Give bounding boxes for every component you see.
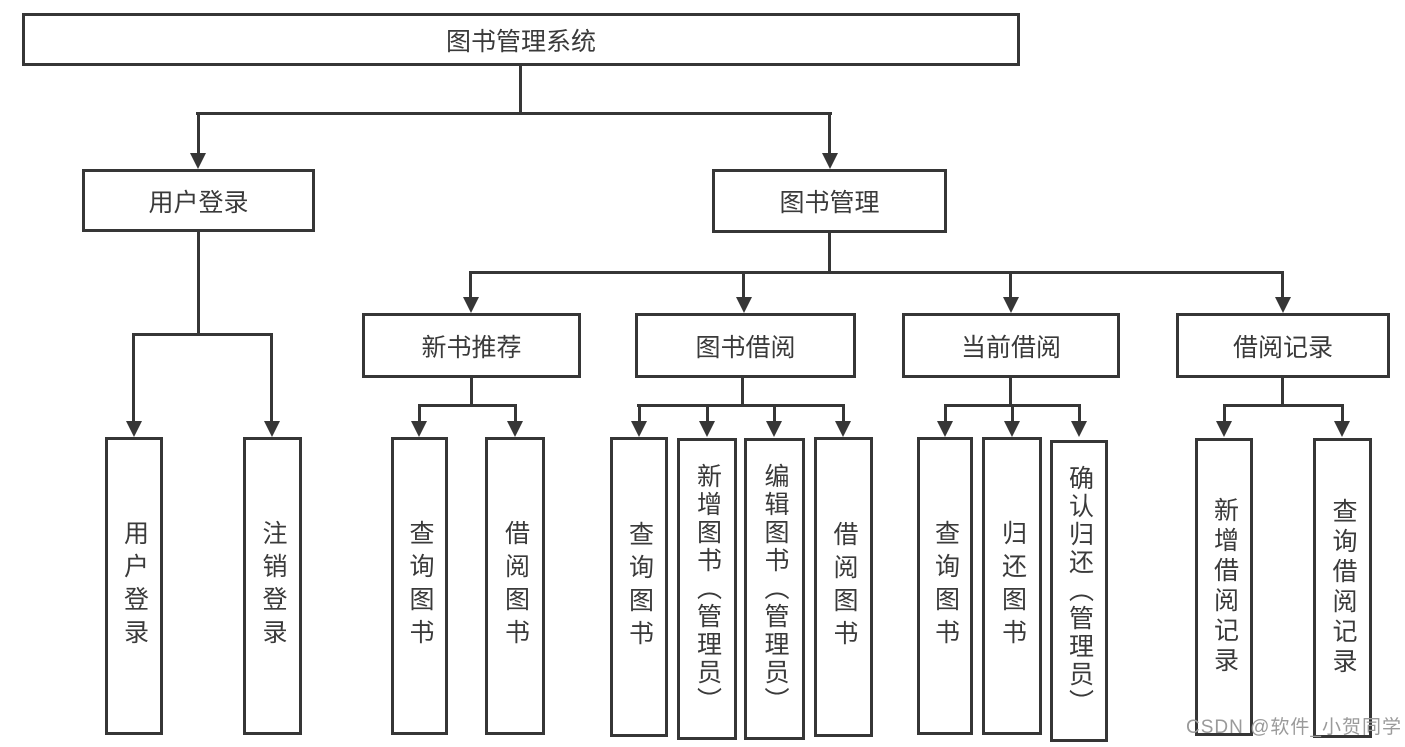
connector-stub: [773, 404, 776, 423]
leaf-return-books: 归还图书: [982, 437, 1042, 735]
node-label: 图书管理: [779, 189, 880, 217]
connector-to-leaf-logout: [270, 333, 273, 422]
node-new-book-recommend: 新书推荐: [362, 313, 581, 378]
connector-stub: [1078, 404, 1081, 423]
node-label: 新书推荐: [421, 333, 522, 362]
connector-level2-horizontal: [196, 112, 832, 115]
leaf-label: 新增图书（管理员）: [693, 463, 722, 715]
connector-to-leaf-user-login: [132, 333, 135, 422]
leaf-label: 查询图书: [625, 521, 654, 653]
leaf-query-books-recommend: 查询图书: [391, 437, 448, 735]
connector-to-user-login: [197, 112, 200, 155]
arrow-down-icon: [631, 421, 647, 437]
leaf-user-login: 用户登录: [105, 437, 163, 735]
connector-stub: [1341, 404, 1344, 423]
node-label: 用户登录: [148, 188, 249, 217]
leaf-borrow-books-recommend: 借阅图书: [485, 437, 545, 735]
leaf-query-books-borrow: 查询图书: [610, 437, 668, 737]
arrow-down-icon: [822, 153, 838, 169]
leaf-label: 注销登录: [259, 520, 287, 652]
arrow-down-icon: [1334, 421, 1350, 437]
leaf-edit-books-admin: 编辑图书（管理员）: [744, 438, 805, 740]
arrow-down-icon: [699, 421, 715, 437]
connector-to-current-borrow: [1009, 271, 1012, 299]
connector-to-new-book: [469, 271, 472, 299]
arrow-down-icon: [1216, 421, 1232, 437]
leaf-add-borrow-record: 新增借阅记录: [1195, 438, 1253, 736]
arrow-down-icon: [1003, 297, 1019, 313]
leaf-label: 借阅图书: [501, 520, 530, 652]
node-book-borrow: 图书借阅: [635, 313, 856, 378]
arrow-down-icon: [507, 421, 523, 437]
arrow-down-icon: [736, 297, 752, 313]
node-borrow-records: 借阅记录: [1176, 313, 1390, 378]
connector-current-borrow-down: [1009, 378, 1012, 407]
connector-user-login-horizontal: [133, 333, 273, 336]
leaf-query-books-current: 查询图书: [917, 437, 973, 735]
connector-to-book-management: [828, 112, 831, 155]
connector-borrow-records-down: [1281, 378, 1284, 407]
leaf-borrow-books: 借阅图书: [814, 437, 873, 737]
node-user-login: 用户登录: [82, 169, 315, 232]
connector-stub: [706, 404, 709, 423]
connector-to-book-borrow: [742, 271, 745, 299]
connector-to-borrow-records: [1281, 271, 1284, 299]
leaf-label: 借阅图书: [830, 521, 858, 653]
connector-new-book-horizontal: [418, 404, 517, 407]
leaf-label: 查询图书: [406, 520, 434, 652]
node-library-management-system: 图书管理系统: [22, 13, 1020, 66]
connector-root-down: [519, 66, 522, 114]
leaf-add-books-admin: 新增图书（管理员）: [677, 438, 737, 740]
connector-book-borrow-down: [741, 378, 744, 407]
leaf-confirm-return-admin: 确认归还（管理员）: [1050, 440, 1108, 742]
arrow-down-icon: [835, 421, 851, 437]
leaf-label: 编辑图书（管理员）: [761, 463, 789, 715]
leaf-label: 查询图书: [931, 520, 960, 652]
connector-stub: [1223, 404, 1226, 423]
node-label: 图书管理系统: [445, 27, 596, 56]
leaf-logout-login: 注销登录: [243, 437, 302, 735]
node-label: 图书借阅: [695, 333, 796, 362]
arrow-down-icon: [1275, 297, 1291, 313]
arrow-down-icon: [1071, 421, 1087, 437]
leaf-label: 新增借阅记录: [1210, 497, 1239, 677]
arrow-down-icon: [411, 421, 427, 437]
connector-stub: [944, 404, 947, 423]
node-label: 当前借阅: [960, 333, 1061, 362]
arrow-down-icon: [937, 421, 953, 437]
connector-book-management-down: [828, 233, 831, 274]
leaf-label: 用户登录: [120, 520, 149, 652]
arrow-down-icon: [463, 297, 479, 313]
node-current-borrow: 当前借阅: [902, 313, 1120, 378]
leaf-label: 查询借阅记录: [1329, 498, 1357, 678]
node-label: 借阅记录: [1232, 333, 1333, 362]
arrow-down-icon: [190, 153, 206, 169]
connector-stub: [638, 404, 641, 423]
leaf-query-borrow-record: 查询借阅记录: [1313, 438, 1372, 738]
arrow-down-icon: [126, 421, 142, 437]
connector-new-book-down: [470, 378, 473, 407]
node-book-management: 图书管理: [712, 169, 947, 233]
connector-stub: [514, 404, 517, 423]
leaf-label: 归还图书: [998, 520, 1027, 652]
connector-user-login-down: [197, 232, 200, 336]
connector-stub: [418, 404, 421, 423]
arrow-down-icon: [1004, 421, 1020, 437]
connector-level3-horizontal: [469, 271, 1284, 274]
connector-borrow-records-horizontal: [1223, 404, 1344, 407]
arrow-down-icon: [766, 421, 782, 437]
connector-book-borrow-horizontal: [637, 404, 845, 407]
leaf-label: 确认归还（管理员）: [1065, 465, 1094, 717]
connector-stub: [842, 404, 845, 423]
connector-stub: [1011, 404, 1014, 423]
csdn-watermark: CSDN @软件_小贺同学: [1186, 717, 1402, 738]
arrow-down-icon: [264, 421, 280, 437]
